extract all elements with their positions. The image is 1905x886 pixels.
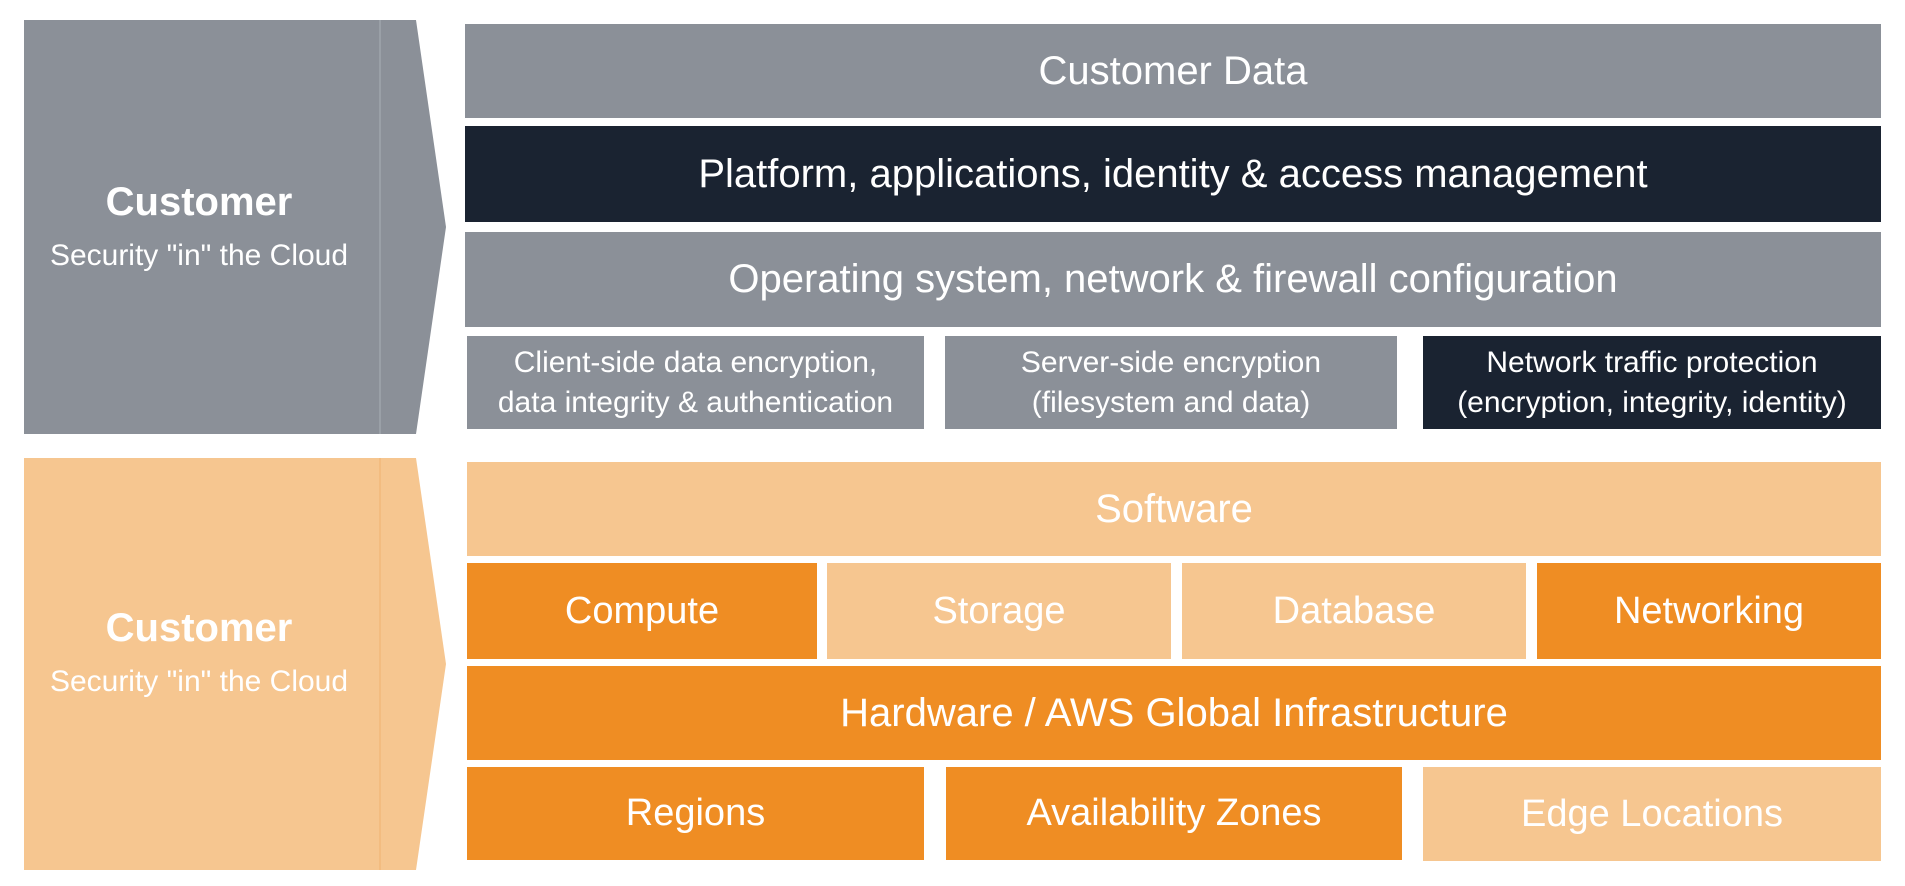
client-side-encryption-box: Client-side data encryption, data integr… [467, 336, 924, 429]
arrow-title-bottom: Customer [105, 606, 293, 650]
platform-layer: Platform, applications, identity & acces… [465, 126, 1881, 222]
compute-box: Compute [467, 563, 817, 659]
hardware-infrastructure-layer: Hardware / AWS Global Infrastructure [467, 666, 1881, 760]
database-box: Database [1182, 563, 1526, 659]
arrow-subtitle-top: Security "in" the Cloud [49, 239, 349, 272]
client-side-line-1: Client-side data encryption, [513, 345, 878, 379]
client-side-line-2: data integrity & authentication [497, 385, 894, 419]
server-side-line-1: Server-side encryption [1020, 345, 1322, 379]
customer-data-layer: Customer Data [465, 24, 1881, 118]
arrow-title-top: Customer [105, 180, 293, 224]
server-side-encryption-box: Server-side encryption (filesystem and d… [945, 336, 1397, 429]
customer-arrow-bottom: Customer Security "in" the Cloud [24, 458, 446, 870]
storage-box: Storage [827, 563, 1171, 659]
networking-box: Networking [1537, 563, 1881, 659]
edge-locations-box: Edge Locations [1423, 767, 1881, 861]
customer-arrow-top: Customer Security "in" the Cloud [24, 20, 446, 434]
regions-box: Regions [467, 767, 924, 860]
network-traffic-protection-box: Network traffic protection (encryption, … [1423, 336, 1881, 429]
arrow-subtitle-bottom: Security "in" the Cloud [49, 665, 349, 698]
network-traffic-line-1: Network traffic protection [1486, 345, 1818, 379]
availability-zones-box: Availability Zones [946, 767, 1402, 860]
network-traffic-line-2: (encryption, integrity, identity) [1457, 385, 1847, 419]
os-network-layer: Operating system, network & firewall con… [465, 232, 1881, 327]
chevron-shape-top [24, 20, 446, 434]
chevron-shape-bottom [24, 458, 446, 870]
server-side-line-2: (filesystem and data) [1031, 385, 1311, 419]
software-layer: Software [467, 462, 1881, 556]
